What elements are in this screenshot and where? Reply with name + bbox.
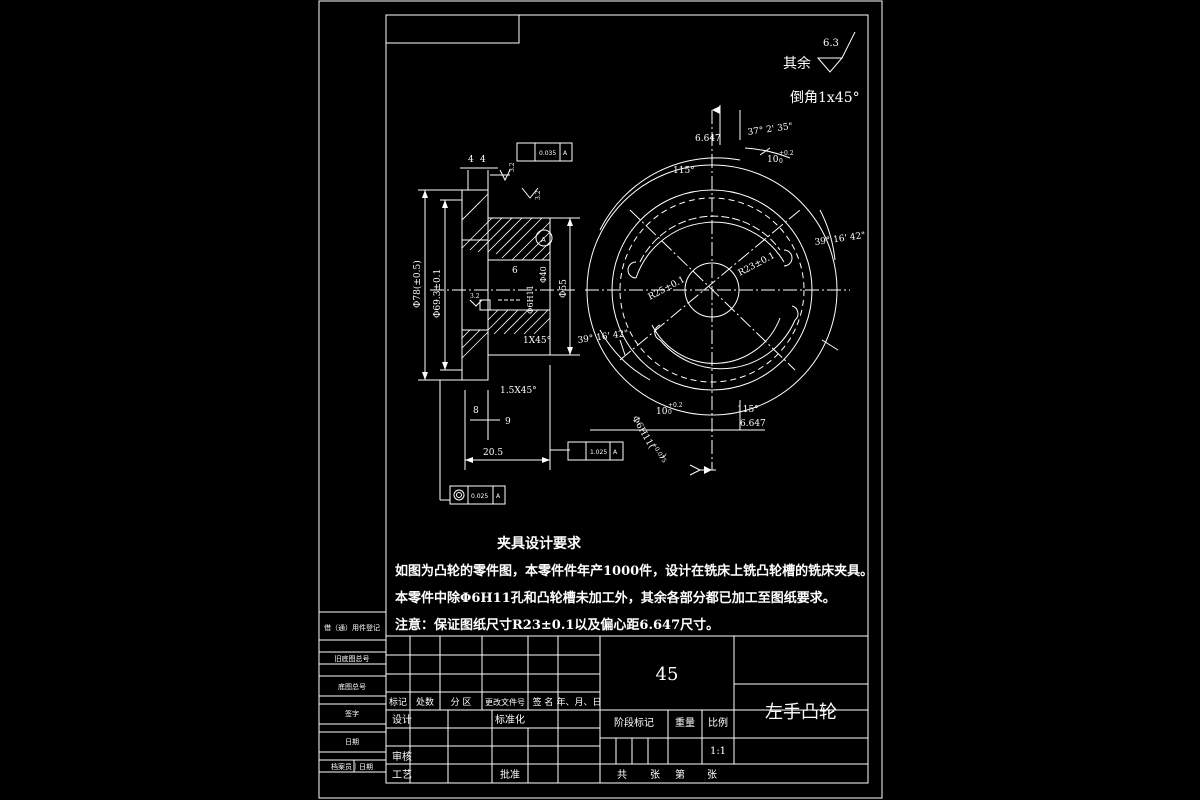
label-total: 共	[617, 769, 627, 781]
dim-55: Φ55	[559, 279, 569, 298]
runout-bottom-value: 1.025	[590, 449, 607, 456]
scale-value: 1:1	[710, 746, 726, 757]
dim-angle-39-right: 39° 16' 42"	[814, 231, 866, 248]
part-name: 左手凸轮	[765, 702, 837, 723]
dim-tol-10-bottom-sub: 0	[668, 409, 672, 416]
label-sheet-unit-2: 张	[707, 769, 717, 781]
label-approve: 批准	[500, 768, 520, 781]
dim-6: 6	[512, 266, 518, 276]
surface-finish-symbols	[469, 31, 856, 307]
datum-a-marker: A	[541, 236, 546, 244]
side-date: 日期	[345, 738, 359, 746]
dim-hole: Φ6H11	[526, 285, 535, 314]
dim-r25: R25±0.1	[647, 275, 687, 303]
surface-finish-value: 6.3	[823, 38, 839, 49]
dim-tol-10-top: 10	[767, 155, 779, 165]
requirements-title: 夹具设计要求	[497, 535, 582, 552]
datum-a-bottom: A	[613, 449, 618, 456]
dim-r23: R23±0.1	[737, 251, 777, 279]
dim-chamfer-15x45: 1.5X45°	[500, 386, 537, 396]
side-borrow-register: 借（通）用件登记	[324, 623, 380, 632]
cam-front-view	[585, 105, 850, 476]
surface-finish-label: 其余	[783, 55, 811, 72]
side-registration-table	[318, 611, 387, 773]
label-design: 设计	[392, 713, 412, 726]
inner-border	[385, 14, 869, 784]
cam-section-view	[418, 167, 580, 501]
dim-40: Φ40	[539, 266, 548, 283]
outer-border	[318, 0, 883, 799]
requirements-line-3: 注意：保证图纸尺寸R23±0.1以及偏心距6.647尺寸。	[395, 617, 719, 633]
dim-step-4b: 4	[480, 155, 486, 165]
datum-a-concentric: A	[496, 493, 501, 500]
material: 45	[656, 664, 679, 685]
dim-tol-10-top-sup: +0.2	[779, 150, 794, 157]
requirements-line-2: 本零件中除Φ6H11孔和凸轮槽未加工外，其余各部分都已加工至图纸要求。	[395, 590, 836, 606]
concentric-value: 0.025	[471, 493, 488, 500]
side-signature: 签字	[345, 709, 359, 718]
dim-6647-bottom: 6.647	[740, 419, 766, 429]
dim-chamfer-1x45: 1X45°	[523, 336, 551, 346]
datum-a-top: A	[563, 150, 568, 157]
rough-mid: 3.2	[470, 293, 480, 300]
col-zone: 分 区	[451, 697, 472, 708]
label-standardize: 标准化	[495, 713, 525, 726]
label-stage-mark: 阶段标记	[614, 716, 654, 729]
label-sheet-number: 第	[675, 768, 685, 781]
side-archivist-date: 档案员｜日期	[331, 762, 373, 771]
dim-8: 8	[473, 406, 479, 416]
requirements-line-1: 如图为凸轮的零件图，本零件件年产1000件，设计在铣床上铣凸轮槽的铣床夹具。	[395, 563, 873, 579]
col-change-doc: 更改文件号	[485, 697, 525, 707]
dim-9: 9	[505, 417, 511, 427]
label-scale: 比例	[708, 716, 728, 729]
dim-angle-115-bottom: 115°	[737, 405, 759, 415]
dim-tol-10-bottom-sup: +0.2	[668, 402, 683, 409]
dim-angle-115-top: 115°	[673, 166, 695, 176]
col-mark: 标记	[389, 696, 407, 708]
top-stamp-box	[385, 14, 520, 44]
side-old-base-number: 旧底图总号	[335, 654, 370, 663]
col-sign: 签 名	[533, 696, 554, 708]
dim-tol-10-bottom: 10	[656, 407, 668, 417]
dim-angle-37: 37° 2' 35"	[747, 122, 793, 138]
chamfer-note: 倒角1x45°	[790, 90, 860, 106]
dim-6647-top: 6.647	[695, 134, 721, 144]
col-count: 处数	[416, 696, 434, 708]
col-date: 年、月、日	[556, 696, 601, 708]
feature-control-frames	[449, 142, 624, 505]
side-base-number: 底图总号	[338, 682, 366, 691]
label-review: 审核	[392, 750, 412, 763]
dim-boss: Φ69.3±0.1	[433, 269, 443, 318]
runout-top-value: 0.035	[539, 150, 556, 157]
rough-left: 3.2	[509, 162, 516, 172]
dim-bore-h11-end: )	[657, 452, 668, 461]
label-weight: 重量	[675, 716, 695, 729]
rough-right: 3.2	[535, 190, 542, 200]
label-process: 工艺	[392, 769, 412, 781]
dim-tol-10-top-sub: 0	[779, 158, 783, 165]
dim-20-5: 20.5	[483, 448, 503, 458]
dim-od: Φ78(±0.5)	[412, 260, 423, 308]
arrowheads	[422, 106, 720, 474]
dim-step-4a: 4	[468, 155, 474, 165]
title-block-grid	[385, 635, 869, 784]
label-sheet-unit-1: 张	[650, 769, 660, 781]
